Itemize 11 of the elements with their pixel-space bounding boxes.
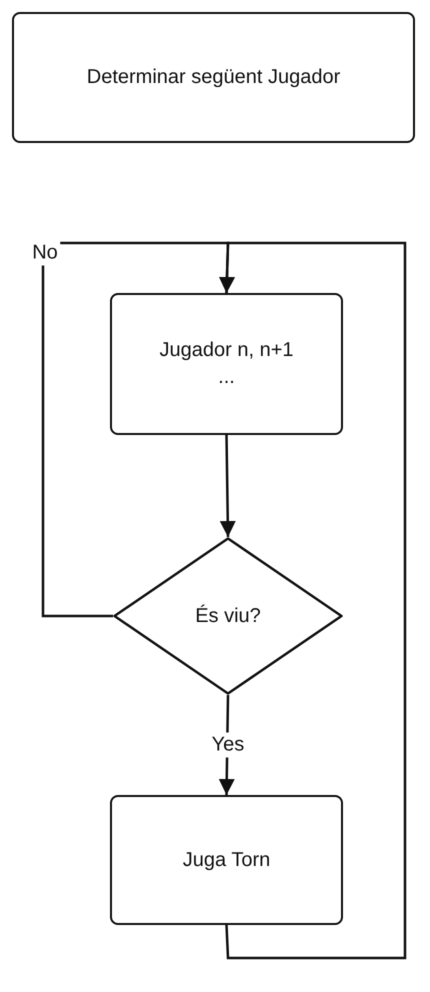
node-text: Juga Torn	[182, 848, 270, 872]
arrow	[220, 434, 236, 538]
decision-diamond	[113, 537, 343, 695]
node-text: Jugador n, n+1 ...	[158, 338, 294, 390]
edge-label: Yes	[210, 732, 246, 758]
process-box	[12, 12, 415, 143]
node-text: Determinar següent Jugador	[86, 65, 340, 90]
process-box	[110, 293, 343, 435]
arrow	[218, 242, 406, 960]
node-text: És viu?	[195, 604, 261, 628]
process-box	[110, 795, 343, 925]
